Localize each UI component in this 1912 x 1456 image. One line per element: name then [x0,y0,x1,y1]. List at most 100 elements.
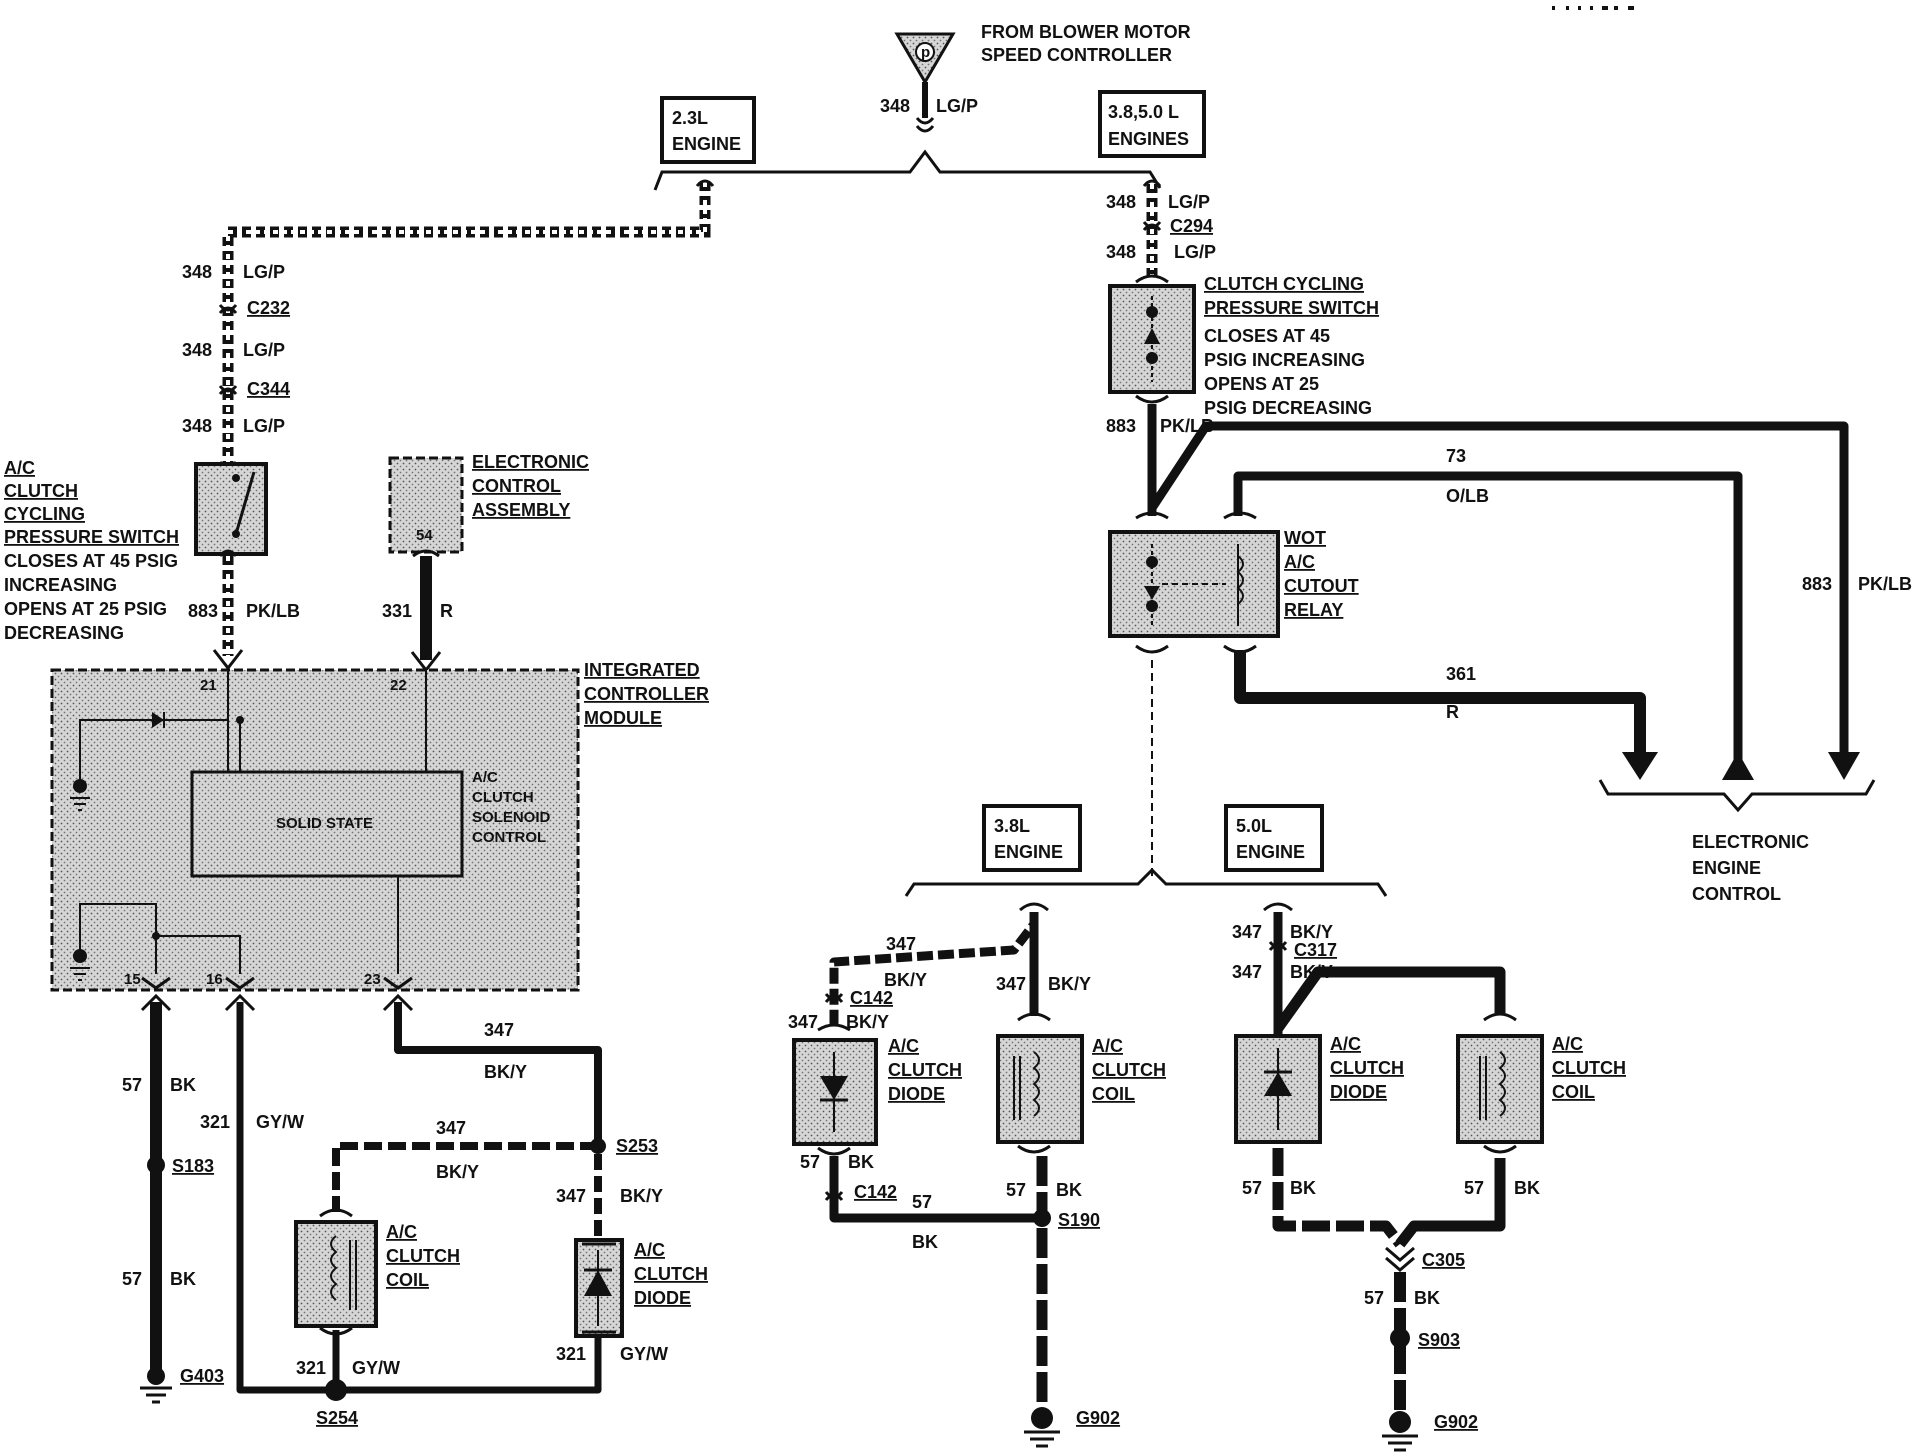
right-pressure-switch [1108,274,1196,404]
label-components-clutch_coil-0: A/C [1092,1036,1123,1056]
connector-c142-upper: C142 [850,988,893,1008]
label-components-icm_pins-p23: 23 [364,971,381,988]
label-components-solenoid_ctrl-0: A/C [472,769,498,786]
label-components-clutch_diode-0: A/C [888,1036,919,1056]
engine-label-3-8-5-0l: 3.8,5.0 L ENGINES [1098,90,1206,158]
label-components-clutch_diode-2: DIODE [634,1288,691,1308]
label-wires-w883: 883 [188,601,218,621]
label-components-clutch_diode-1: CLUTCH [888,1060,962,1080]
label-engine_labels-e23_l2: ENGINE [672,134,741,154]
label-wires-w331: 331 [382,601,412,621]
label-wires-gyw: GY/W [256,1112,304,1132]
label-wires-w57: 57 [122,1075,142,1095]
label-wires-w883: 883 [1802,574,1832,594]
wire-lgp-top: LG/P [936,96,978,116]
label-engine_labels-e50_l1: 5.0L [1236,816,1272,836]
label-components-clutch_coil-1: CLUTCH [1092,1060,1166,1080]
label-wires-lgp: LG/P [1174,242,1216,262]
engine-label-2-3l: 2.3L ENGINE [660,96,756,164]
label-components-eec-2: CONTROL [1692,884,1781,904]
label-components-icm_pins-p16: 16 [206,971,223,988]
label-wires-w321: 321 [200,1112,230,1132]
label-wires-bky: BK/Y [1048,974,1091,994]
label-components-left_switch-7: DECREASING [4,623,124,643]
label-wires-bky: BK/Y [884,970,927,990]
label-components-right_switch-0: CLUTCH CYCLING [1204,274,1364,294]
label-components-left_switch-2: CYCLING [4,504,85,524]
label-wires-bk: BK [848,1152,874,1172]
label-engine_labels-e50_l2: ENGINE [1236,842,1305,862]
label-components-right_switch-2: CLOSES AT 45 [1204,326,1330,346]
label-wires-w57: 57 [1364,1288,1384,1308]
label-wires-w348: 348 [182,416,212,436]
label-wires-pklb: PK/LB [246,601,300,621]
label-components-left_switch-1: CLUTCH [4,481,78,501]
label-components-clutch_diode-2: DIODE [1330,1082,1387,1102]
connector-c317: C317 [1294,940,1337,960]
label-components-eca_pin: 54 [416,527,433,544]
label-wires-bk: BK [1290,1178,1316,1198]
ground-g902-5-0l [1382,1411,1418,1452]
label-components-right_switch-4: OPENS AT 25 [1204,374,1319,394]
label-components-eec-1: ENGINE [1692,858,1761,878]
label-wires-w57: 57 [122,1269,142,1289]
label-wires-w361: 361 [1446,664,1476,684]
label-wires-w348: 348 [182,262,212,282]
label-components-eca-0: ELECTRONIC [472,452,589,472]
connector-c294: C294 [1170,216,1213,236]
label-components-clutch_diode-2: DIODE [888,1084,945,1104]
label-wires-bky: BK/Y [436,1162,479,1182]
label-components-icm_pins-p15: 15 [124,971,141,988]
splice-s183: S183 [172,1156,214,1176]
label-wires-bky: BK/Y [846,1012,889,1032]
label-wires-bk: BK [170,1075,196,1095]
label-components-left_switch-4: CLOSES AT 45 PSIG [4,551,178,571]
label-components-clutch_coil-2: COIL [1552,1082,1595,1102]
ground-g902-3-8l [1024,1407,1060,1448]
label-components-clutch_coil-2: COIL [386,1270,429,1290]
label-components-wot_relay-0: WOT [1284,528,1326,548]
label-wires-w883: 883 [1106,416,1136,436]
label-engine_labels-e3850_l1: 3.8,5.0 L [1108,102,1179,122]
label-wires-w57: 57 [800,1152,820,1172]
label-components-clutch_diode-1: CLUTCH [634,1264,708,1284]
label-components-wot_relay-2: CUTOUT [1284,576,1359,596]
label-wires-r: R [440,601,453,621]
label-components-icm-1: CONTROLLER [584,684,709,704]
svg-text:p: p [921,44,930,61]
label-components-clutch_coil-1: CLUTCH [386,1246,460,1266]
splice-s253: S253 [616,1136,658,1156]
label-components-left_switch-6: OPENS AT 25 PSIG [4,599,167,619]
label-engine_labels-e23_l1: 2.3L [672,108,708,128]
label-engine_labels-e38_l2: ENGINE [994,842,1063,862]
label-wires-gyw: GY/W [620,1344,668,1364]
connector-c344: C344 [247,379,290,399]
left-clutch-coil [294,1208,378,1336]
label-wires-w348: 348 [1106,242,1136,262]
label-components-clutch_diode-0: A/C [1330,1034,1361,1054]
label-components-icm-2: MODULE [584,708,662,728]
label-wires-bk: BK [170,1269,196,1289]
label-components-clutch_coil-0: A/C [1552,1034,1583,1054]
electronic-control-assembly: 54 [388,456,464,558]
label-wires-w57: 57 [1242,1178,1262,1198]
wot-cutout-relay [1108,511,1280,654]
left-clutch-diode [574,1238,624,1338]
label-components-icm-0: INTEGRATED [584,660,700,680]
label-components-solenoid_ctrl-2: SOLENOID [472,809,551,826]
label-wires-w347: 347 [1232,962,1262,982]
label-wires-w321: 321 [556,1344,586,1364]
wire-348-top: 348 [880,96,910,116]
label-wires-bky: BK/Y [1290,922,1333,942]
label-components-right_switch-5: PSIG DECREASING [1204,398,1372,418]
label-connectors-g902: G902 [1434,1412,1478,1432]
label-wires-w347: 347 [556,1186,586,1206]
label-wires-bk: BK [912,1232,938,1252]
label-components-eca-1: CONTROL [472,476,561,496]
label-components-icm_pins-p22: 22 [390,677,407,694]
label-engine_labels-e38_l1: 3.8L [994,816,1030,836]
label-wires-pklb: PK/LB [1858,574,1912,594]
label-wires-w347: 347 [996,974,1026,994]
label-wires-olb: O/LB [1446,486,1489,506]
